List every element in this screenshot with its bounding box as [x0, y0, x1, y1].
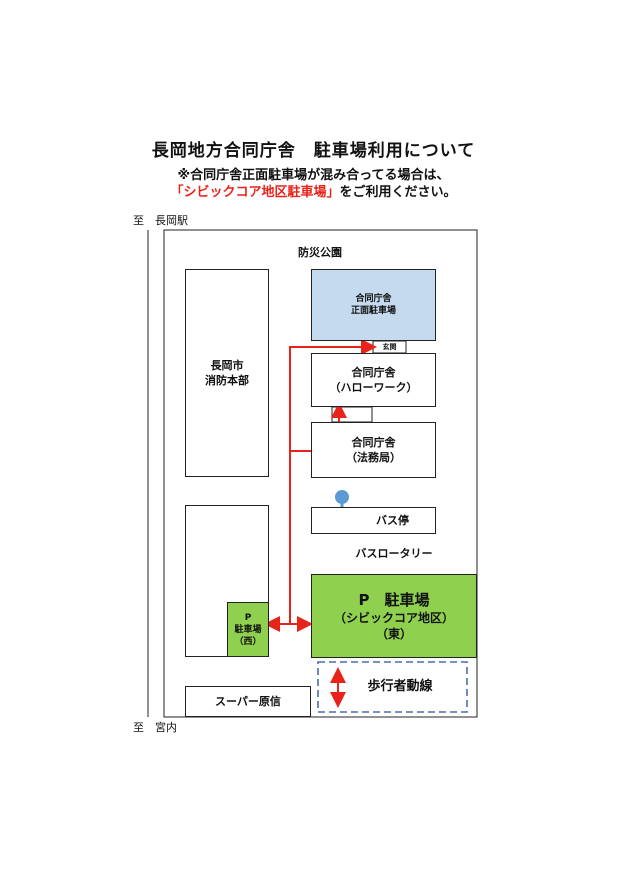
- fire-hq-line-2: 消防本部: [205, 374, 249, 387]
- civic-parking-line-3: （東）: [375, 626, 412, 641]
- supermarket-label: スーパー原信: [215, 695, 281, 708]
- notice-line-2-rest: をご利用ください。: [339, 185, 457, 200]
- fire-hq-line-1: 長岡市: [210, 359, 244, 372]
- hello-work-line-1: 合同庁舎: [351, 366, 396, 379]
- hello-work-building: 合同庁舎 （ハローワーク）: [311, 353, 436, 407]
- civic-parking-line-2: （シビックコア地区）: [333, 610, 454, 625]
- to-miyauchi-label: 至 宮内: [133, 721, 177, 734]
- west-parking-line-1: P: [244, 612, 252, 623]
- front-parking-lot: 合同庁舎 正面駐車場: [311, 269, 436, 341]
- legal-bureau-line-2: （法務局）: [346, 451, 401, 464]
- supermarket-building: スーパー原信: [185, 686, 311, 717]
- bus-rotary-label: バスロータリー: [355, 547, 433, 560]
- west-parking-lot: P 駐車場 （西）: [227, 602, 269, 657]
- bousai-park-label: 防災公園: [298, 246, 342, 259]
- bus-stop-shelter: バス停: [311, 507, 436, 534]
- front-parking-line-2: 正面駐車場: [350, 306, 396, 316]
- civic-parking-line-1: P 駐車場: [358, 590, 430, 609]
- civic-core-parking-east: P 駐車場 （シビックコア地区） （東）: [311, 574, 477, 658]
- fire-headquarters-building: 長岡市 消防本部: [185, 269, 269, 477]
- site-outline: [163, 229, 478, 718]
- notice-line-2: 「シビックコア地区駐車場」をご利用ください。: [0, 181, 627, 200]
- bus-stop-label: バス停: [376, 514, 409, 527]
- pedestrian-route-label: 歩行者動線: [367, 679, 433, 694]
- page-title: 長岡地方合同庁舎 駐車場利用について: [151, 141, 476, 161]
- entrance-label: 玄関: [382, 343, 397, 351]
- west-parking-line-2: 駐車場: [234, 624, 262, 635]
- civic-core-parking-highlight: 「シビックコア地区駐車場」: [170, 185, 340, 200]
- front-parking-line-1: 合同庁舎: [355, 294, 392, 304]
- to-nagaoka-station-label: 至 長岡駅: [133, 214, 188, 227]
- west-parking-line-3: （西）: [234, 636, 262, 647]
- bus-stop-icon: [335, 490, 349, 504]
- hello-work-line-2: （ハローワーク）: [329, 381, 418, 394]
- legal-bureau-building: 合同庁舎 （法務局）: [311, 422, 436, 478]
- route-to-entrance: [289, 339, 377, 624]
- legal-bureau-line-1: 合同庁舎: [351, 436, 396, 449]
- notice-line-1: ※合同庁舎正面駐車場が混み合ってる場合は、: [177, 168, 450, 183]
